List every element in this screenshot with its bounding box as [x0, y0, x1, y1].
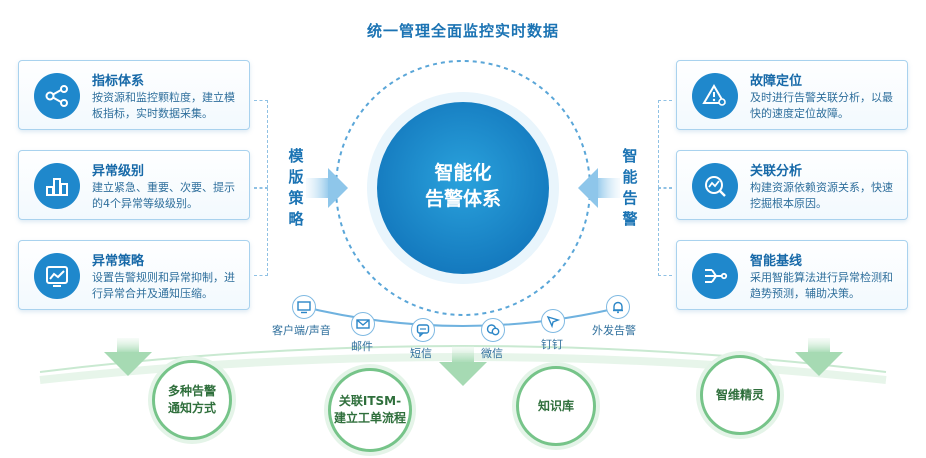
card-title: 关联分析	[750, 164, 803, 179]
mail-icon	[351, 312, 375, 336]
left-vertical-label: 模版策略	[286, 146, 306, 230]
right-bracket-2	[658, 188, 672, 276]
channel-arc	[299, 305, 627, 327]
line-chart-icon	[34, 253, 80, 299]
left-bracket-1	[254, 100, 268, 188]
vertical-char: 智	[622, 147, 638, 165]
card-desc: 建立紧急、重要、次要、提示的4个异常等级级别。	[92, 181, 235, 210]
vertical-char: 告	[622, 189, 638, 207]
bottom-node-knowledge-base: 知识库	[516, 366, 596, 446]
card-desc: 构建资源依赖资源关系，快速挖掘根本原因。	[750, 181, 893, 210]
green-down-arrow-left	[104, 338, 152, 376]
bottom-node-itsm: 关联ITSM- 建立工单流程	[328, 368, 412, 452]
channel-label: 邮件	[351, 340, 373, 353]
channel-label: 客户端/声音	[272, 324, 331, 337]
card-desc: 采用智能算法进行异常检测和趋势预测，辅助决策。	[750, 271, 893, 300]
bottom-node-line2: 通知方式	[167, 401, 216, 415]
vertical-char: 策	[288, 189, 304, 207]
vertical-char: 略	[288, 210, 304, 228]
center-label: 智能化 告警体系	[383, 160, 543, 212]
card-title: 指标体系	[92, 74, 145, 89]
card-anomaly-level: 异常级别 建立紧急、重要、次要、提示的4个异常等级级别。	[18, 150, 250, 220]
channel-label: 外发告警	[592, 324, 636, 337]
core-circle	[377, 102, 549, 274]
card-title: 故障定位	[750, 74, 803, 89]
card-desc: 设置告警规则和异常抑制，进行异常合并及通知压缩。	[92, 271, 235, 300]
bottom-node-line1: 智维精灵	[715, 387, 764, 402]
channel-label: 微信	[481, 347, 503, 360]
right-bracket-1	[658, 100, 672, 188]
bottom-node-line1: 关联ITSM-	[338, 394, 402, 408]
card-title: 智能基线	[750, 254, 803, 269]
card-title: 异常级别	[92, 164, 145, 179]
card-fault-location: 故障定位 及时进行告警关联分析，以最快的速度定位故障。	[676, 60, 908, 130]
circuit-baseline-icon	[692, 253, 738, 299]
card-desc: 及时进行告警关联分析，以最快的速度定位故障。	[750, 91, 893, 120]
trend-analysis-icon	[692, 163, 738, 209]
bottom-node-ops-assistant: 智维精灵	[700, 355, 780, 435]
left-vertical-label-text: 模版策略	[286, 146, 306, 230]
monitor-icon	[292, 295, 316, 319]
bottom-node-notify: 多种告警通知方式	[152, 360, 232, 440]
vertical-char: 版	[288, 168, 304, 186]
center-label-line2: 告警体系	[424, 188, 501, 210]
card-title: 异常策略	[92, 254, 145, 269]
share-nodes-icon	[34, 73, 80, 119]
vertical-char: 能	[622, 168, 638, 186]
sms-icon	[411, 318, 435, 342]
right-arrow	[578, 168, 620, 208]
vertical-char: 警	[622, 210, 638, 228]
green-down-arrow-right	[795, 338, 843, 376]
left-arrow	[306, 168, 348, 208]
card-metric-system: 指标体系 按资源和监控颗粒度，建立模板指标，实时数据采集。	[18, 60, 250, 130]
bell-icon	[606, 295, 630, 319]
channel-label: 短信	[410, 347, 432, 360]
dingtalk-icon	[541, 309, 565, 333]
warning-search-icon	[692, 73, 738, 119]
podium-levels-icon	[34, 163, 80, 209]
bottom-node-line2: 建立工单流程	[333, 411, 406, 425]
center-label-line1: 智能化	[434, 162, 492, 184]
card-correlation-analysis: 关联分析 构建资源依赖资源关系，快速挖掘根本原因。	[676, 150, 908, 220]
card-smart-baseline: 智能基线 采用智能算法进行异常检测和趋势预测，辅助决策。	[676, 240, 908, 310]
card-desc: 按资源和监控颗粒度，建立模板指标，实时数据采集。	[92, 91, 235, 120]
right-vertical-label: 智能告警	[620, 146, 640, 230]
green-down-arrow-center	[439, 346, 487, 386]
left-bracket-2	[254, 188, 268, 276]
wechat-icon	[481, 318, 505, 342]
bottom-node-line1: 多种告警	[167, 384, 216, 398]
diagram-title: 统一管理全面监控实时数据	[366, 22, 559, 40]
card-anomaly-strategy: 异常策略 设置告警规则和异常抑制，进行异常合并及通知压缩。	[18, 240, 250, 310]
bottom-node-line1: 知识库	[537, 398, 574, 413]
right-vertical-label-text: 智能告警	[620, 146, 640, 230]
channel-label: 钉钉	[541, 338, 563, 351]
vertical-char: 模	[288, 147, 304, 165]
